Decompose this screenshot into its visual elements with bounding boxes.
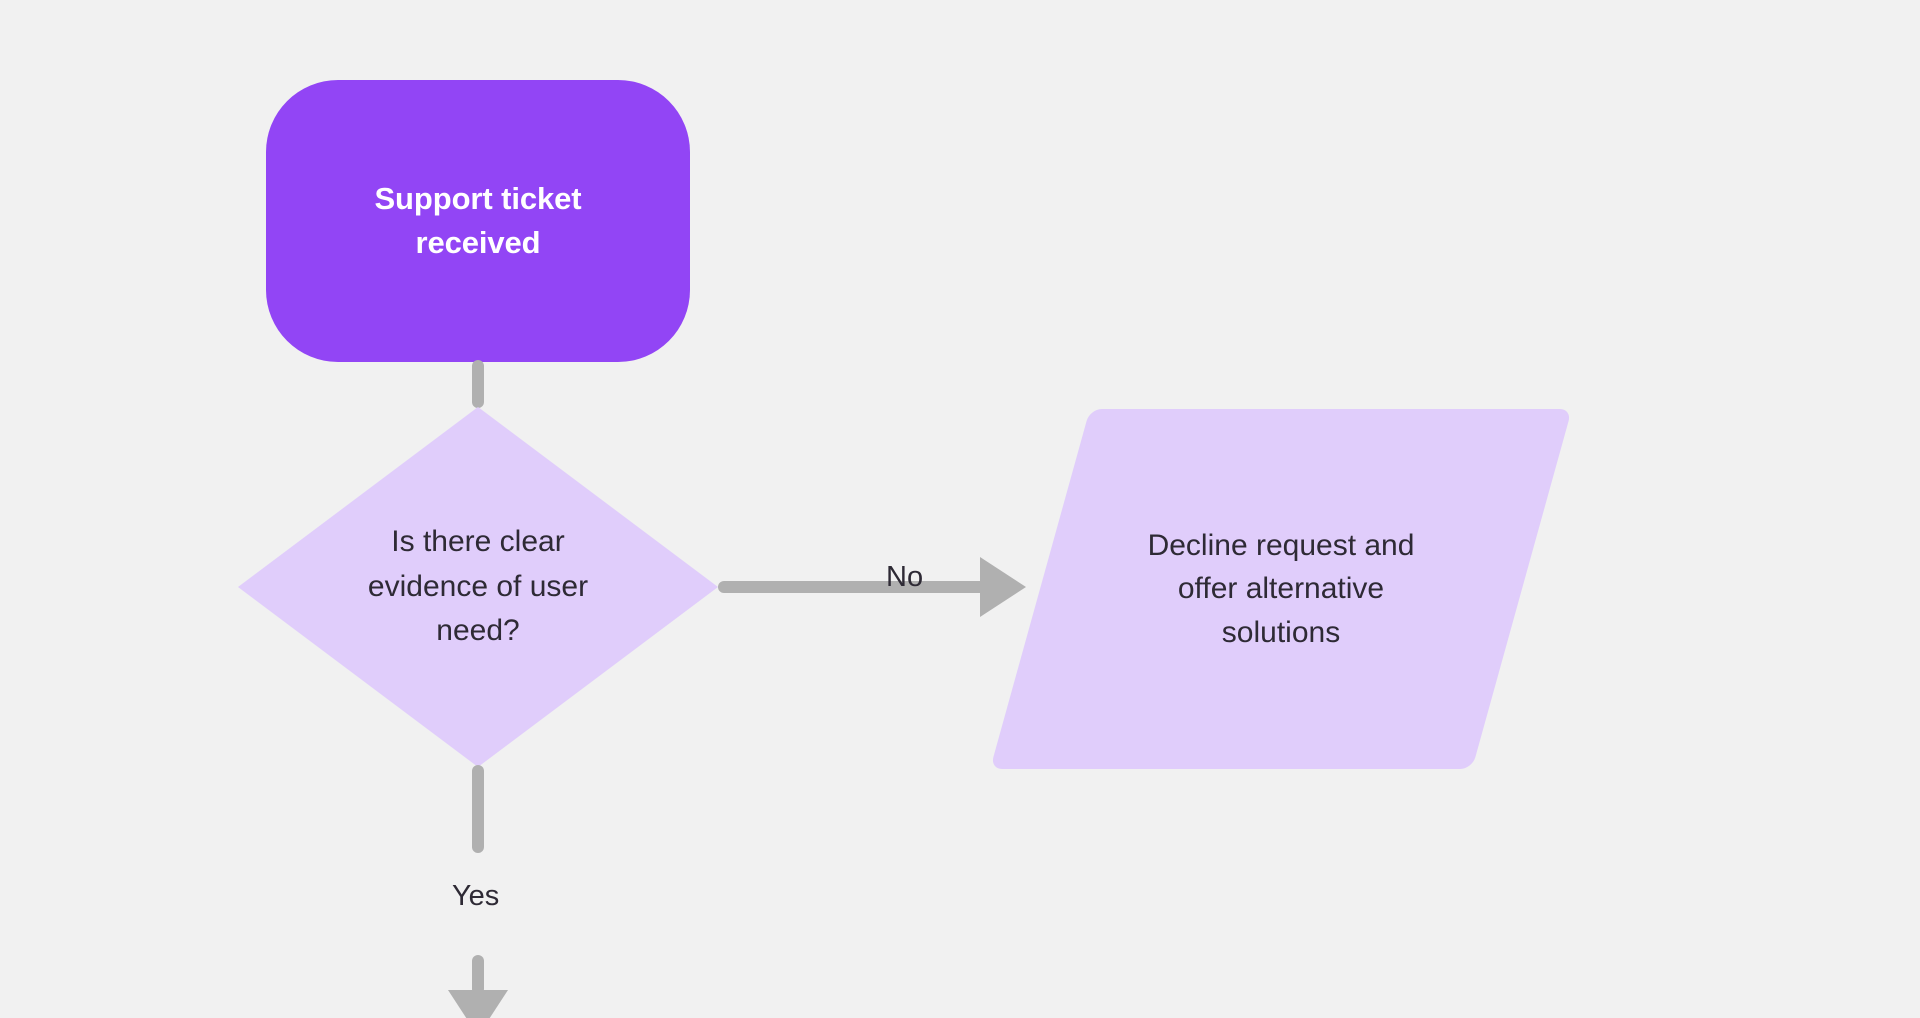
node-label-decision: Is there clear evidence of user need?	[367, 525, 589, 648]
connector-line-vertical-upper	[472, 765, 484, 853]
node-decline-request[interactable]: Decline request and offer alternative so…	[990, 409, 1572, 769]
connector-line-horizontal	[718, 581, 988, 593]
node-label-start: Support ticket received	[374, 180, 582, 260]
edge-label-no: No	[886, 561, 924, 593]
node-support-ticket-received[interactable]: Support ticket received	[266, 80, 690, 362]
node-label-process: Decline request and offer alternative so…	[1147, 528, 1415, 649]
arrowhead-right-icon	[980, 557, 1026, 617]
node-is-there-clear-evidence[interactable]: Is there clear evidence of user need?	[238, 407, 718, 767]
edge-label-yes: Yes	[452, 880, 500, 912]
connector-line-vertical	[472, 360, 484, 408]
arrowhead-down-icon	[448, 990, 508, 1018]
connector-line-vertical-lower	[472, 955, 484, 995]
